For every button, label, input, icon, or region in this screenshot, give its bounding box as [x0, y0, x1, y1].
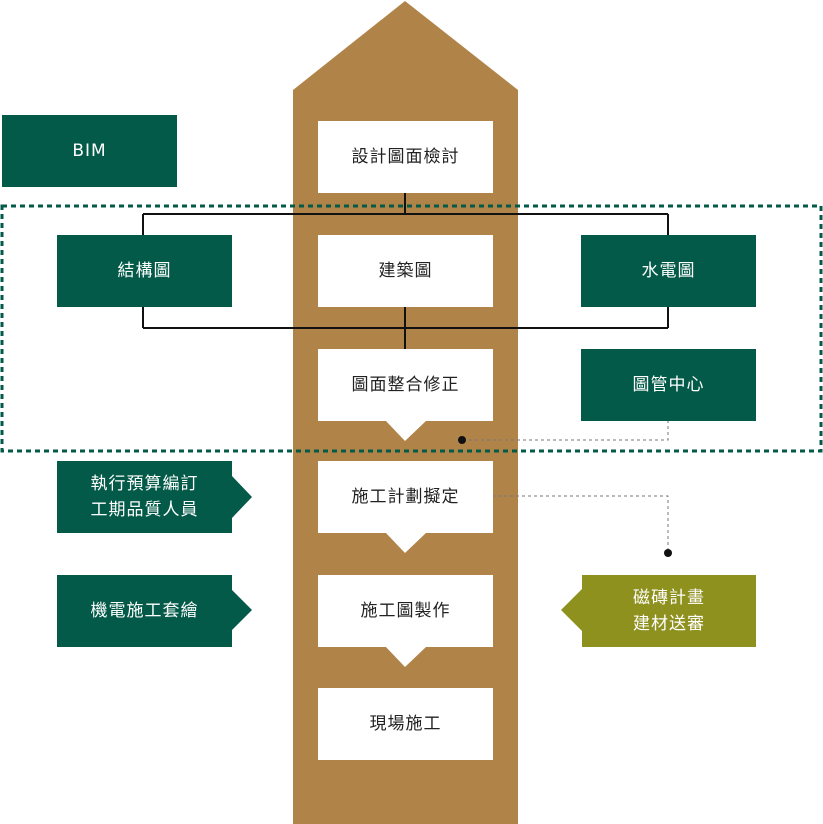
dotted-connector-pipe-center: [462, 420, 669, 441]
tile-material-label-line1: 磁磚計畫: [633, 587, 705, 608]
site-construction-label: 現場施工: [369, 713, 442, 734]
architectural-drawing-label: 建築圖: [378, 260, 433, 281]
structural-drawing-label: 結構圖: [117, 260, 172, 281]
integration-group-frame: [0, 204, 823, 453]
site-construction-box: 現場施工: [318, 688, 493, 760]
drawing-integration-label: 圖面整合修正: [351, 374, 460, 395]
arrow-construction-drawing-down: [385, 646, 427, 667]
dotted-connector-tile-plan: [492, 495, 669, 553]
pipe-center-label: 圖管中心: [632, 374, 705, 395]
construction-drawing-label: 施工圖製作: [360, 600, 451, 621]
arrow-construction-plan-down: [385, 532, 427, 553]
bim-box: BIM: [2, 115, 177, 187]
connector-dot-tile-plan: [664, 549, 672, 557]
mep-construction-drawing-box: 機電施工套繪: [57, 575, 232, 647]
structural-drawing-box: 結構圖: [57, 235, 232, 307]
design-review-box: 設計圖面檢討: [318, 121, 493, 193]
connector-dot-pipe-center: [458, 436, 466, 444]
construction-plan-label: 施工計劃擬定: [351, 486, 460, 507]
construction-plan-box: 施工計劃擬定: [318, 461, 493, 533]
arrow-mep-drawing-right: [231, 589, 252, 631]
pipe-center-box: 圖管中心: [581, 349, 756, 421]
mep-construction-drawing-label: 機電施工套繪: [90, 600, 199, 621]
mep-drawing-box: 水電圖: [581, 235, 756, 307]
budget-schedule-label-line2: 工期品質人員: [90, 500, 199, 520]
arrow-budget-right: [231, 475, 252, 519]
tile-material-box: 磁磚計畫 建材送審: [582, 575, 756, 647]
design-review-label: 設計圖面檢討: [351, 146, 460, 167]
arrow-tile-plan-left: [561, 589, 582, 631]
budget-schedule-box: 執行預算編訂 工期品質人員: [57, 461, 232, 533]
arrow-integration-down: [385, 420, 427, 441]
tile-material-label-line2: 建材送審: [633, 614, 705, 634]
mep-drawing-label: 水電圖: [641, 260, 696, 281]
architectural-drawing-box: 建築圖: [318, 235, 493, 307]
drawing-integration-box: 圖面整合修正: [318, 349, 493, 421]
bim-label: BIM: [72, 140, 107, 161]
construction-drawing-box: 施工圖製作: [318, 575, 493, 647]
budget-schedule-label-line1: 執行預算編訂: [90, 473, 199, 494]
